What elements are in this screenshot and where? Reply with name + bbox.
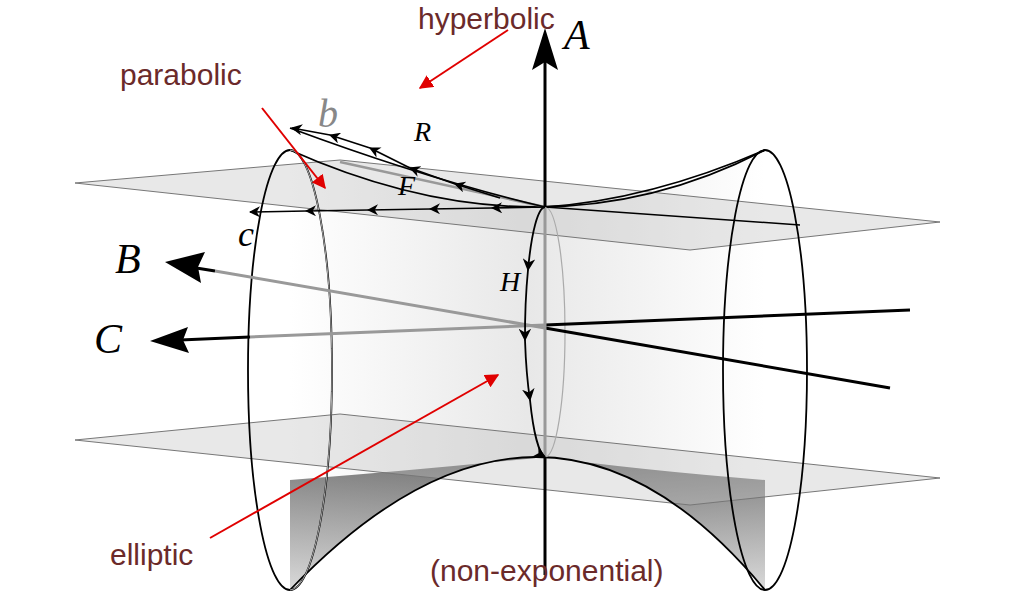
parabolic-flow <box>250 211 306 212</box>
axis-a-top <box>544 60 547 207</box>
curve-label: c <box>238 216 254 252</box>
pointer-elliptic <box>210 375 498 538</box>
axis-b-inner <box>215 271 545 328</box>
pointer-hyperbolic <box>420 30 508 88</box>
axis-a-head <box>532 28 558 70</box>
annotation-label: parabolic <box>120 60 242 90</box>
axis-c-front <box>545 310 910 325</box>
axis-c-inner <box>250 325 545 337</box>
silhouette-top <box>290 150 765 207</box>
rim-left-back <box>290 150 332 590</box>
annotation-label: hyperbolic <box>418 4 555 34</box>
axis-b-head <box>165 252 205 283</box>
flow-label: R <box>414 118 431 146</box>
axis-a-inner <box>544 207 547 457</box>
hyperbola-right <box>545 150 765 207</box>
axis-label: B <box>115 238 141 280</box>
annotation-label: elliptic <box>110 540 193 570</box>
axis-c-head <box>150 327 189 353</box>
tangent-line <box>545 207 800 225</box>
silhouette-bottom <box>290 457 765 590</box>
pointer-parabolic <box>262 108 325 188</box>
tangent-plane-top <box>75 160 940 250</box>
rim-left <box>248 150 332 590</box>
flow-label: F <box>398 172 415 200</box>
axis-label: A <box>564 14 590 56</box>
axis-b-front <box>545 328 890 388</box>
axis-c-out <box>180 337 250 340</box>
curve-label: b <box>318 94 338 134</box>
annotation-label: (non-exponential) <box>430 556 663 586</box>
elliptic-flow <box>528 207 545 270</box>
flow-label: H <box>500 268 520 296</box>
axis-label: C <box>94 318 122 360</box>
